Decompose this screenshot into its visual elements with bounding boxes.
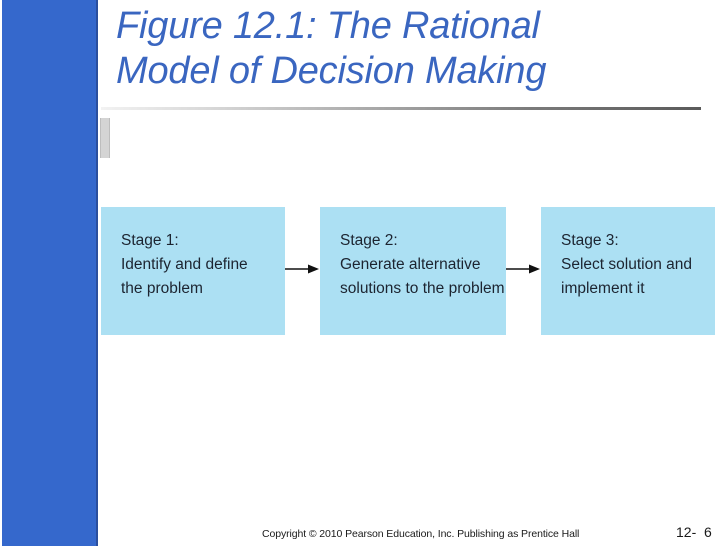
arrow-right-icon <box>506 263 541 275</box>
decorative-sidebar-edge <box>96 0 98 546</box>
stage-box-1: Stage 1: Identify and define the problem <box>101 207 285 335</box>
footer-copyright: Copyright © 2010 Pearson Education, Inc.… <box>262 528 580 540</box>
title-underline-rule <box>101 107 701 110</box>
rational-decision-model-diagram: Stage 1: Identify and define the problem… <box>101 207 715 335</box>
decorative-sidebar-band <box>2 0 96 546</box>
stage-box-2: Stage 2: Generate alternative solutions … <box>320 207 506 335</box>
decorative-accent-bar <box>100 118 110 158</box>
footer-page-number: 12- 6 <box>676 524 712 540</box>
slide-title: Figure 12.1: The Rational Model of Decis… <box>116 5 547 92</box>
arrow-right-icon <box>285 263 320 275</box>
stage-box-3: Stage 3: Select solution and implement i… <box>541 207 715 335</box>
